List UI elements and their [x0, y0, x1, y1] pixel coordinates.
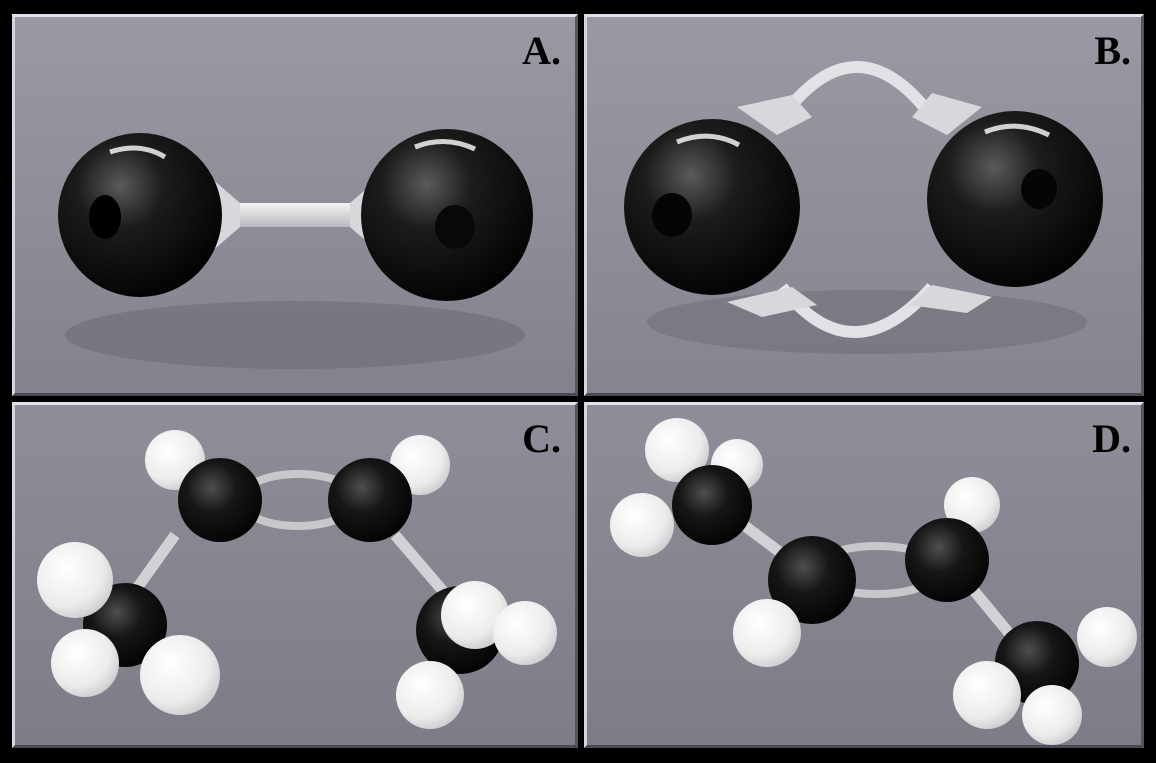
carbon-atom [905, 518, 989, 602]
carbon-atom-left [624, 119, 800, 295]
panel-b: B. [584, 14, 1144, 396]
bond-connector [912, 93, 982, 135]
socket-hole-left [652, 193, 692, 237]
panel-d: D. [584, 402, 1144, 748]
panel-label-b: B. [1094, 28, 1131, 73]
double-bond-model [587, 17, 1141, 393]
shadow [65, 301, 525, 369]
carbon-atom-right [927, 111, 1103, 287]
cis-butene-model [15, 405, 575, 745]
single-bond-model [15, 17, 575, 393]
hydrogen-atom [645, 418, 709, 482]
bond-stick [230, 203, 360, 227]
trans-butene-model [587, 405, 1141, 745]
panel-label-a: A. [522, 28, 561, 73]
socket-hole-right [1021, 169, 1057, 209]
panel-a: A. [12, 14, 578, 396]
highlight [984, 123, 1051, 138]
hydrogen-atom [610, 493, 674, 557]
hydrogen-atom [396, 661, 464, 729]
hydrogen-atom [733, 599, 801, 667]
carbon-atom [768, 536, 856, 624]
hydrogen-atom [944, 477, 1000, 533]
panel-c: C. [12, 402, 578, 748]
bond-connector [909, 285, 992, 313]
bond-arc-top [777, 61, 937, 121]
panel-label-c: C. [522, 416, 561, 461]
bond-connector [737, 95, 812, 135]
shadow [647, 290, 1087, 354]
carbon-atom [672, 465, 752, 545]
hydrogen-atom [51, 629, 119, 697]
carbon-atom-left [58, 133, 222, 297]
carbon-atom [178, 458, 262, 542]
socket-hole-left [89, 195, 121, 239]
hydrogen-atom [37, 542, 113, 618]
hydrogen-atom [493, 601, 557, 665]
hydrogen-atom [1077, 607, 1137, 667]
highlight [414, 139, 477, 152]
hydrogen-atom [953, 661, 1021, 729]
highlight [676, 133, 741, 148]
socket-hole-right [435, 205, 475, 249]
panel-label-d: D. [1092, 416, 1131, 461]
carbon-atom [328, 458, 412, 542]
hydrogen-atom [441, 581, 509, 649]
hydrogen-atom [1022, 685, 1082, 745]
hydrogen-atom [140, 635, 220, 715]
highlight [109, 145, 167, 160]
bond-connector [727, 287, 817, 317]
